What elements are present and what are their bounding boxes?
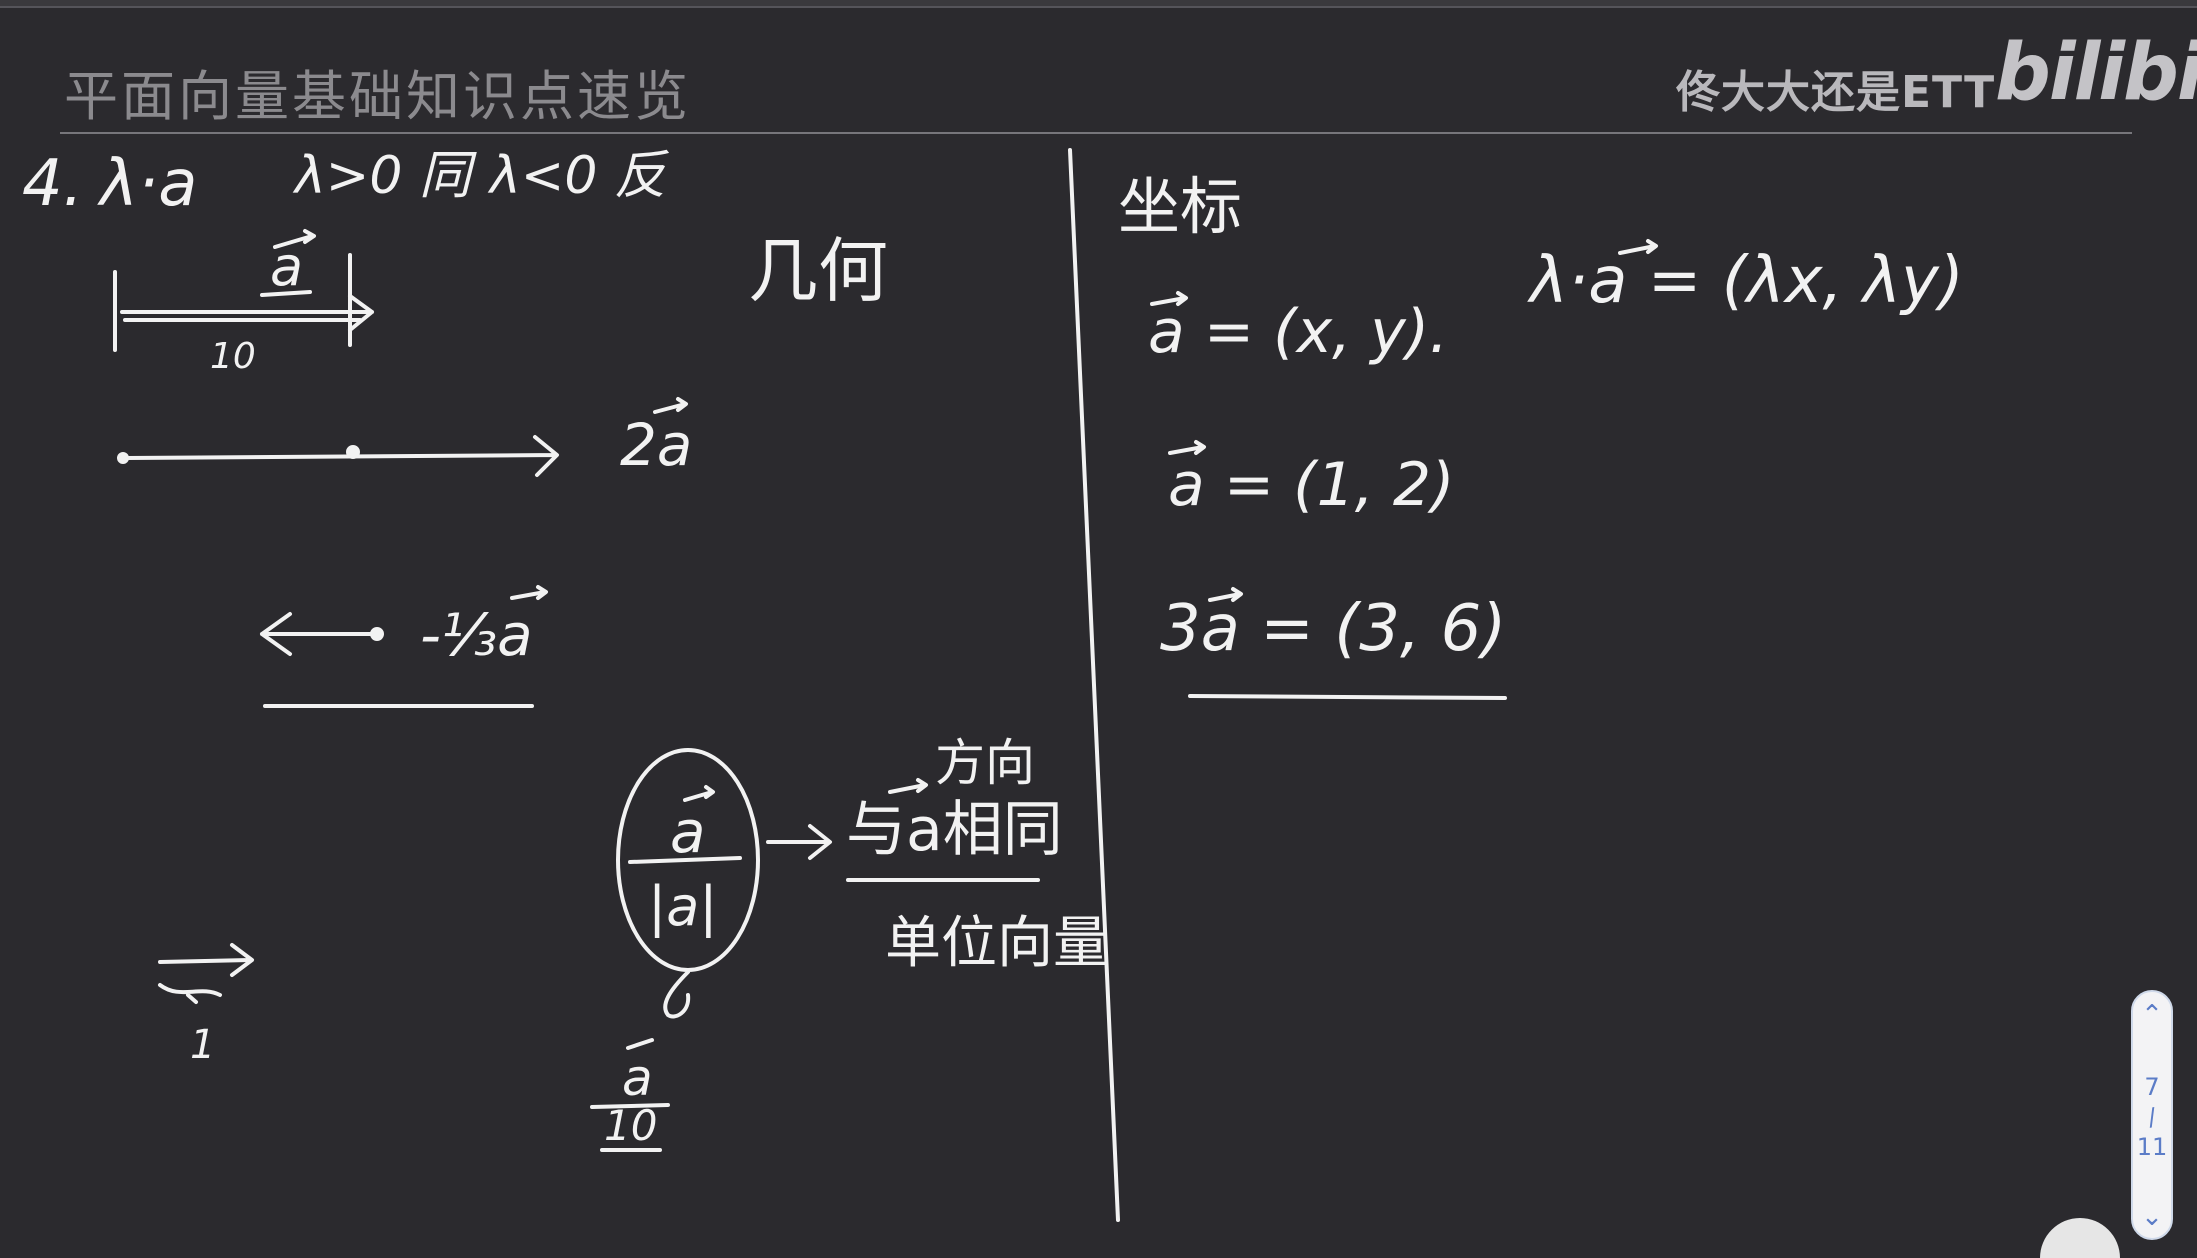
vector-2a-start-dot	[117, 452, 129, 464]
a-over-10-arrow	[626, 1038, 654, 1050]
same-as-a-text: 与a相同	[846, 795, 1063, 865]
vector-2a-label: 2a	[620, 411, 692, 479]
a-over-10-fraction-bar	[590, 1103, 670, 1152]
coord-rule: λ·a = (λx, λy)	[1527, 244, 1964, 318]
direction-word: 方向	[935, 734, 1035, 792]
rule-same-direction: λ>0 同	[292, 146, 477, 206]
bilibili-logo: bilibili	[1995, 28, 2197, 118]
right-section-underline	[1188, 694, 1507, 700]
unit-length-brace	[158, 983, 222, 1004]
rule-opposite-direction: λ<0 反	[487, 146, 670, 206]
page-indicator: 7 / 11	[2133, 1072, 2171, 1162]
same-as-a-label-arrow	[888, 778, 928, 794]
item-number: 4.	[22, 147, 83, 221]
vector-a-arrow	[113, 253, 374, 352]
unit-vector-word: 单位向量	[885, 911, 1109, 976]
header-divider	[60, 132, 2132, 134]
unit-expr-fraction-bar	[628, 856, 742, 864]
coord-def-arrow	[1150, 291, 1188, 306]
vector-neg-third-line	[260, 612, 377, 656]
geometry-label: 几何	[748, 230, 888, 312]
coord-example: a = (1, 2)	[1168, 450, 1455, 520]
vector-2a-label-arrow	[653, 397, 688, 414]
coord-result-arrow	[1208, 587, 1243, 602]
top-border	[0, 0, 2197, 8]
total-pages: 11	[2136, 1133, 2168, 1161]
unit-length-label: 1	[190, 1022, 215, 1068]
vector-2a-mid-dot	[346, 445, 360, 459]
vector-neg-third-dot	[370, 627, 384, 641]
scalar-product-label: λ·a	[97, 147, 197, 221]
coord-example-arrow	[1168, 440, 1206, 455]
unit-expr-arrow	[683, 785, 715, 802]
unit-length-arrow	[158, 943, 254, 977]
vector-a-label: a	[270, 235, 303, 298]
board-divider	[1068, 148, 1120, 1222]
circle-down-hook	[663, 970, 691, 1019]
uploader-name: 佟大大还是ETT	[1676, 67, 1996, 118]
vector-2a-line	[121, 435, 559, 477]
chevron-up-icon[interactable]: ⌃	[2141, 1000, 2163, 1030]
unit-expr-numerator: a	[670, 798, 706, 866]
implies-arrow	[766, 824, 832, 860]
coordinates-label: 坐标	[1118, 170, 1242, 243]
vector-a-label-arrow	[273, 229, 316, 249]
unit-expr-denominator: |a|	[648, 875, 717, 938]
vector-neg-third-label-arrow	[510, 585, 548, 600]
page-separator: /	[2145, 1102, 2159, 1132]
page-title: 平面向量基础知识点速览	[64, 65, 691, 128]
coord-result: 3a = (3, 6)	[1160, 592, 1506, 666]
vector-a-underline	[260, 290, 312, 297]
coord-rule-arrow	[1618, 239, 1658, 255]
page-navigator: ⌃ 7 / 11 ⌄	[2131, 990, 2173, 1240]
a-over-10-denominator: 10	[604, 1101, 657, 1150]
current-page: 7	[2144, 1073, 2160, 1101]
chevron-down-icon[interactable]: ⌄	[2141, 1202, 2163, 1232]
vector-neg-third-label: -⅓a	[420, 601, 533, 669]
a-over-10-numerator: a	[622, 1049, 653, 1107]
vector-a-length: 10	[210, 336, 256, 377]
coord-definition: a = (x, y).	[1148, 297, 1448, 367]
